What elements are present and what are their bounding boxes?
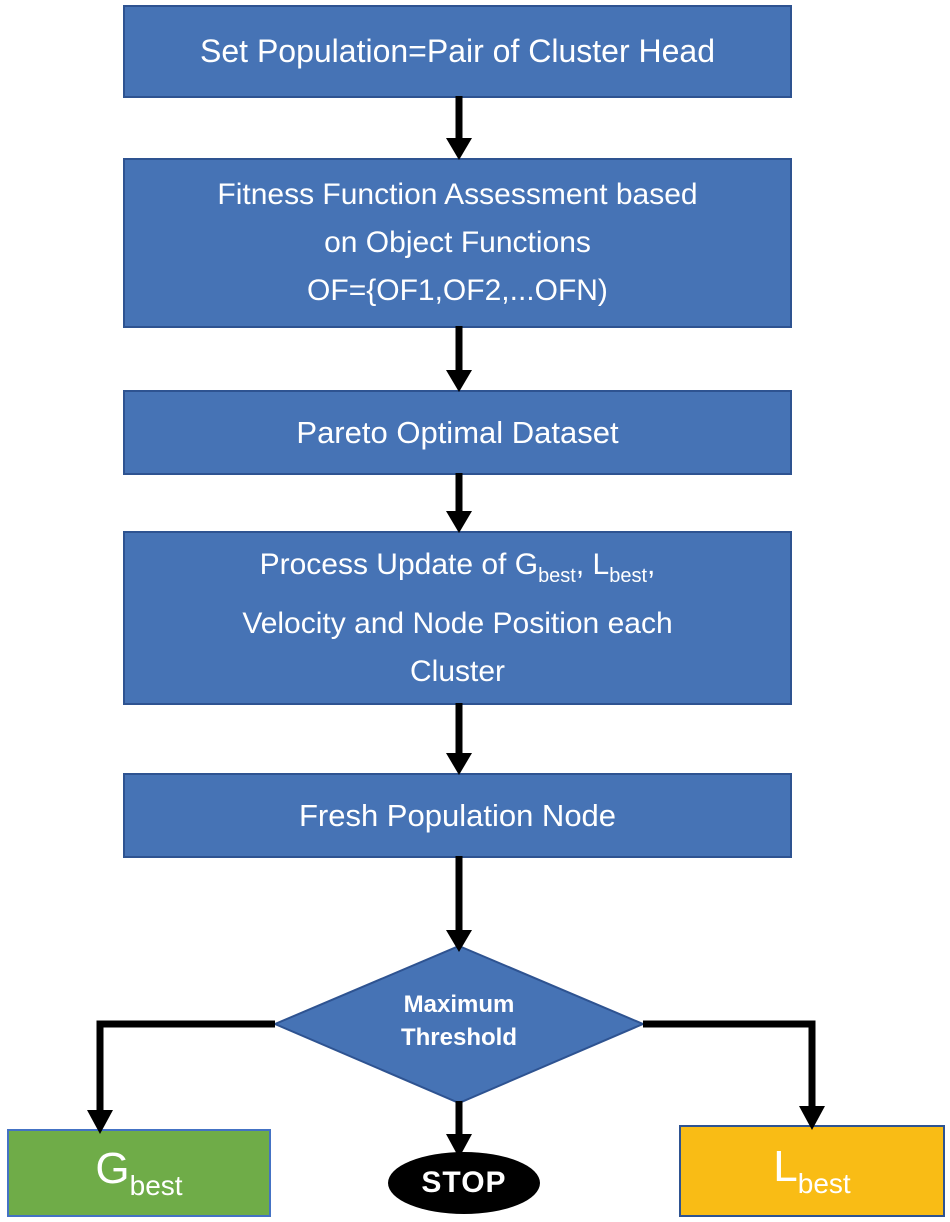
decision-diamond-label: Maximum Threshold — [339, 988, 579, 1054]
node-fitness-line3: OF={OF1,OF2,...OFN) — [307, 274, 608, 307]
node-stop: STOP — [388, 1152, 540, 1214]
arrowhead-down-icon — [446, 511, 472, 533]
node-fitness-assessment: Fitness Function Assessment based on Obj… — [123, 158, 792, 328]
node-fitness-line2: on Object Functions — [324, 226, 591, 259]
arrowhead-down-icon — [446, 1134, 472, 1158]
decision-line1: Maximum — [403, 991, 515, 1018]
arrowhead-down-icon — [799, 1106, 825, 1130]
node-process-update-line3: Cluster — [409, 654, 506, 688]
node-fresh-population-label: Fresh Population Node — [298, 797, 617, 833]
node-pareto-label: Pareto Optimal Dataset — [296, 414, 619, 450]
node-pareto-dataset: Pareto Optimal Dataset — [123, 390, 792, 475]
node-process-update-line2: Velocity and Node Position each — [242, 606, 673, 640]
branch-left-line — [96, 1020, 275, 1112]
node-lbest: Lbest — [679, 1125, 945, 1217]
branch-right-line — [643, 1020, 816, 1108]
arrowhead-down-icon — [446, 138, 472, 160]
node-fitness-line1: Fitness Function Assessment based — [217, 178, 698, 211]
node-process-update: Process Update of Gbest, Lbest, Velocity… — [123, 531, 792, 705]
node-lbest-label: Lbest — [773, 1142, 851, 1199]
node-gbest: Gbest — [7, 1129, 271, 1217]
node-gbest-label: Gbest — [95, 1144, 183, 1201]
node-fresh-population: Fresh Population Node — [123, 773, 792, 858]
arrowhead-down-icon — [446, 370, 472, 392]
arrowhead-down-icon — [446, 930, 472, 952]
arrowhead-down-icon — [87, 1110, 113, 1134]
node-process-update-line1: Process Update of Gbest, Lbest, — [259, 547, 656, 587]
node-set-population-label: Set Population=Pair of Cluster Head — [200, 33, 715, 69]
arrowhead-down-icon — [446, 753, 472, 775]
decision-line2: Threshold — [400, 1024, 517, 1051]
node-stop-label: STOP — [421, 1166, 507, 1199]
